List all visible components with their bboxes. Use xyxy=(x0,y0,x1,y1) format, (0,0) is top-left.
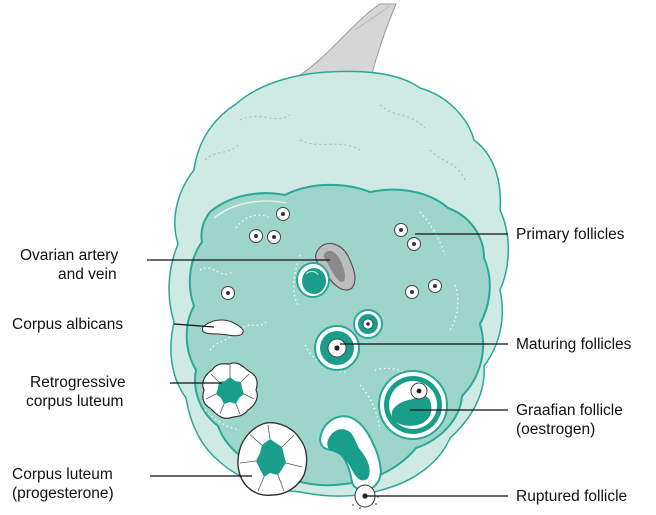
label-graafian-follicle: Graafian follicle (oestrogen) xyxy=(516,401,623,439)
graafian-follicle xyxy=(379,371,447,439)
maturing-follicle-small xyxy=(354,310,382,338)
label-line: and vein xyxy=(20,265,118,284)
label-line: Corpus luteum xyxy=(12,465,114,484)
label-ovarian-artery: Ovarian artery and vein xyxy=(20,246,118,284)
label-corpus-luteum: Corpus luteum (progesterone) xyxy=(12,465,114,503)
primary-follicle xyxy=(268,231,281,244)
primary-follicle xyxy=(429,280,442,293)
primary-follicle xyxy=(222,287,235,300)
maturing-follicle-large xyxy=(315,326,359,370)
primary-follicle xyxy=(395,224,408,237)
primary-follicle xyxy=(406,286,419,299)
label-line: corpus luteum xyxy=(26,392,126,411)
primary-follicle xyxy=(250,230,263,243)
label-line: (oestrogen) xyxy=(516,420,623,439)
ovarian-ligament xyxy=(300,4,396,82)
label-corpus-albicans: Corpus albicans xyxy=(12,315,123,334)
label-maturing-follicles: Maturing follicles xyxy=(516,335,631,354)
corpus-luteum xyxy=(238,423,307,496)
label-line: Ruptured follicle xyxy=(516,487,627,506)
primary-follicle xyxy=(277,208,290,221)
label-line: Graafian follicle xyxy=(516,401,623,420)
label-line: (progesterone) xyxy=(12,484,114,503)
label-line: Corpus albicans xyxy=(12,315,123,334)
label-primary-follicles: Primary follicles xyxy=(516,225,625,244)
label-line: Maturing follicles xyxy=(516,335,631,354)
label-line: Ovarian artery xyxy=(20,246,118,265)
label-line: Retrogressive xyxy=(30,373,126,392)
label-line: Primary follicles xyxy=(516,225,625,244)
primary-follicle xyxy=(408,238,421,251)
label-retrogressive-corpus-luteum: Retrogressive corpus luteum xyxy=(30,373,126,411)
label-ruptured-follicle: Ruptured follicle xyxy=(516,487,627,506)
